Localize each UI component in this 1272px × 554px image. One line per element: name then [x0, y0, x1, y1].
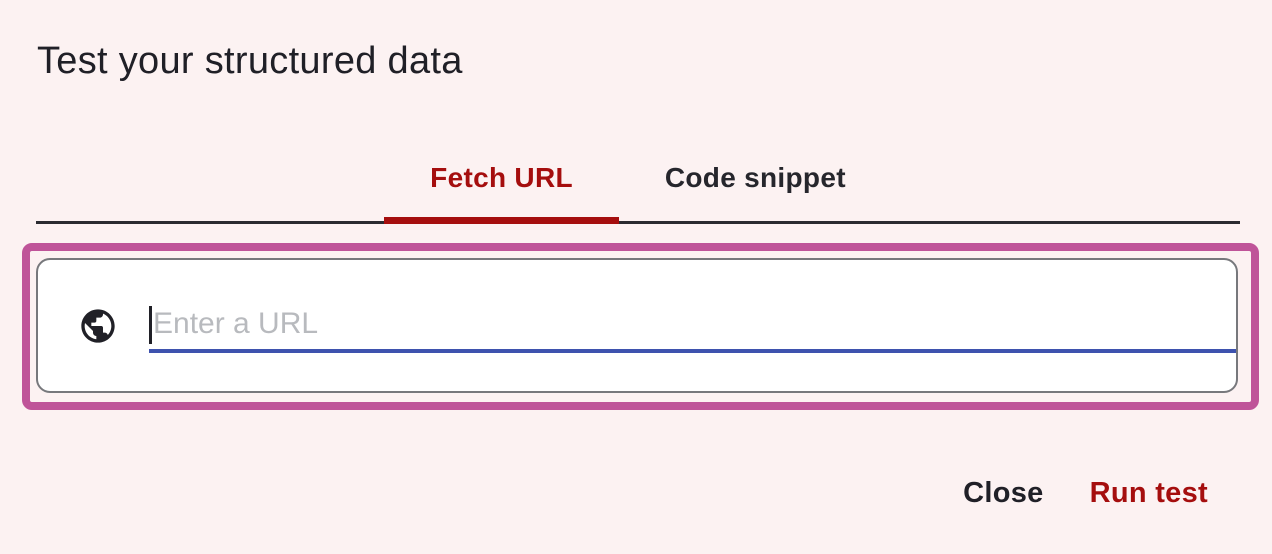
tab-code-snippet-label: Code snippet: [664, 161, 846, 193]
url-input[interactable]: [152, 307, 1236, 343]
run-test-button[interactable]: Run test: [1089, 477, 1208, 509]
tab-bar: Fetch URL Code snippet: [36, 134, 1240, 224]
url-input-card[interactable]: [36, 258, 1238, 393]
page-title: Test your structured data: [37, 40, 463, 82]
tab-fetch-url[interactable]: Fetch URL: [384, 134, 619, 224]
globe-icon: [78, 306, 118, 346]
dialog-actions: Close Run test: [963, 477, 1208, 510]
tab-code-snippet[interactable]: Code snippet: [619, 134, 892, 221]
annotation-highlight-box: [22, 243, 1259, 410]
active-tab-indicator: [384, 217, 619, 224]
close-button[interactable]: Close: [963, 477, 1044, 509]
text-cursor-caret: [149, 306, 152, 344]
url-input-underline-wrap: [149, 306, 1236, 353]
tab-fetch-url-label: Fetch URL: [430, 161, 573, 193]
